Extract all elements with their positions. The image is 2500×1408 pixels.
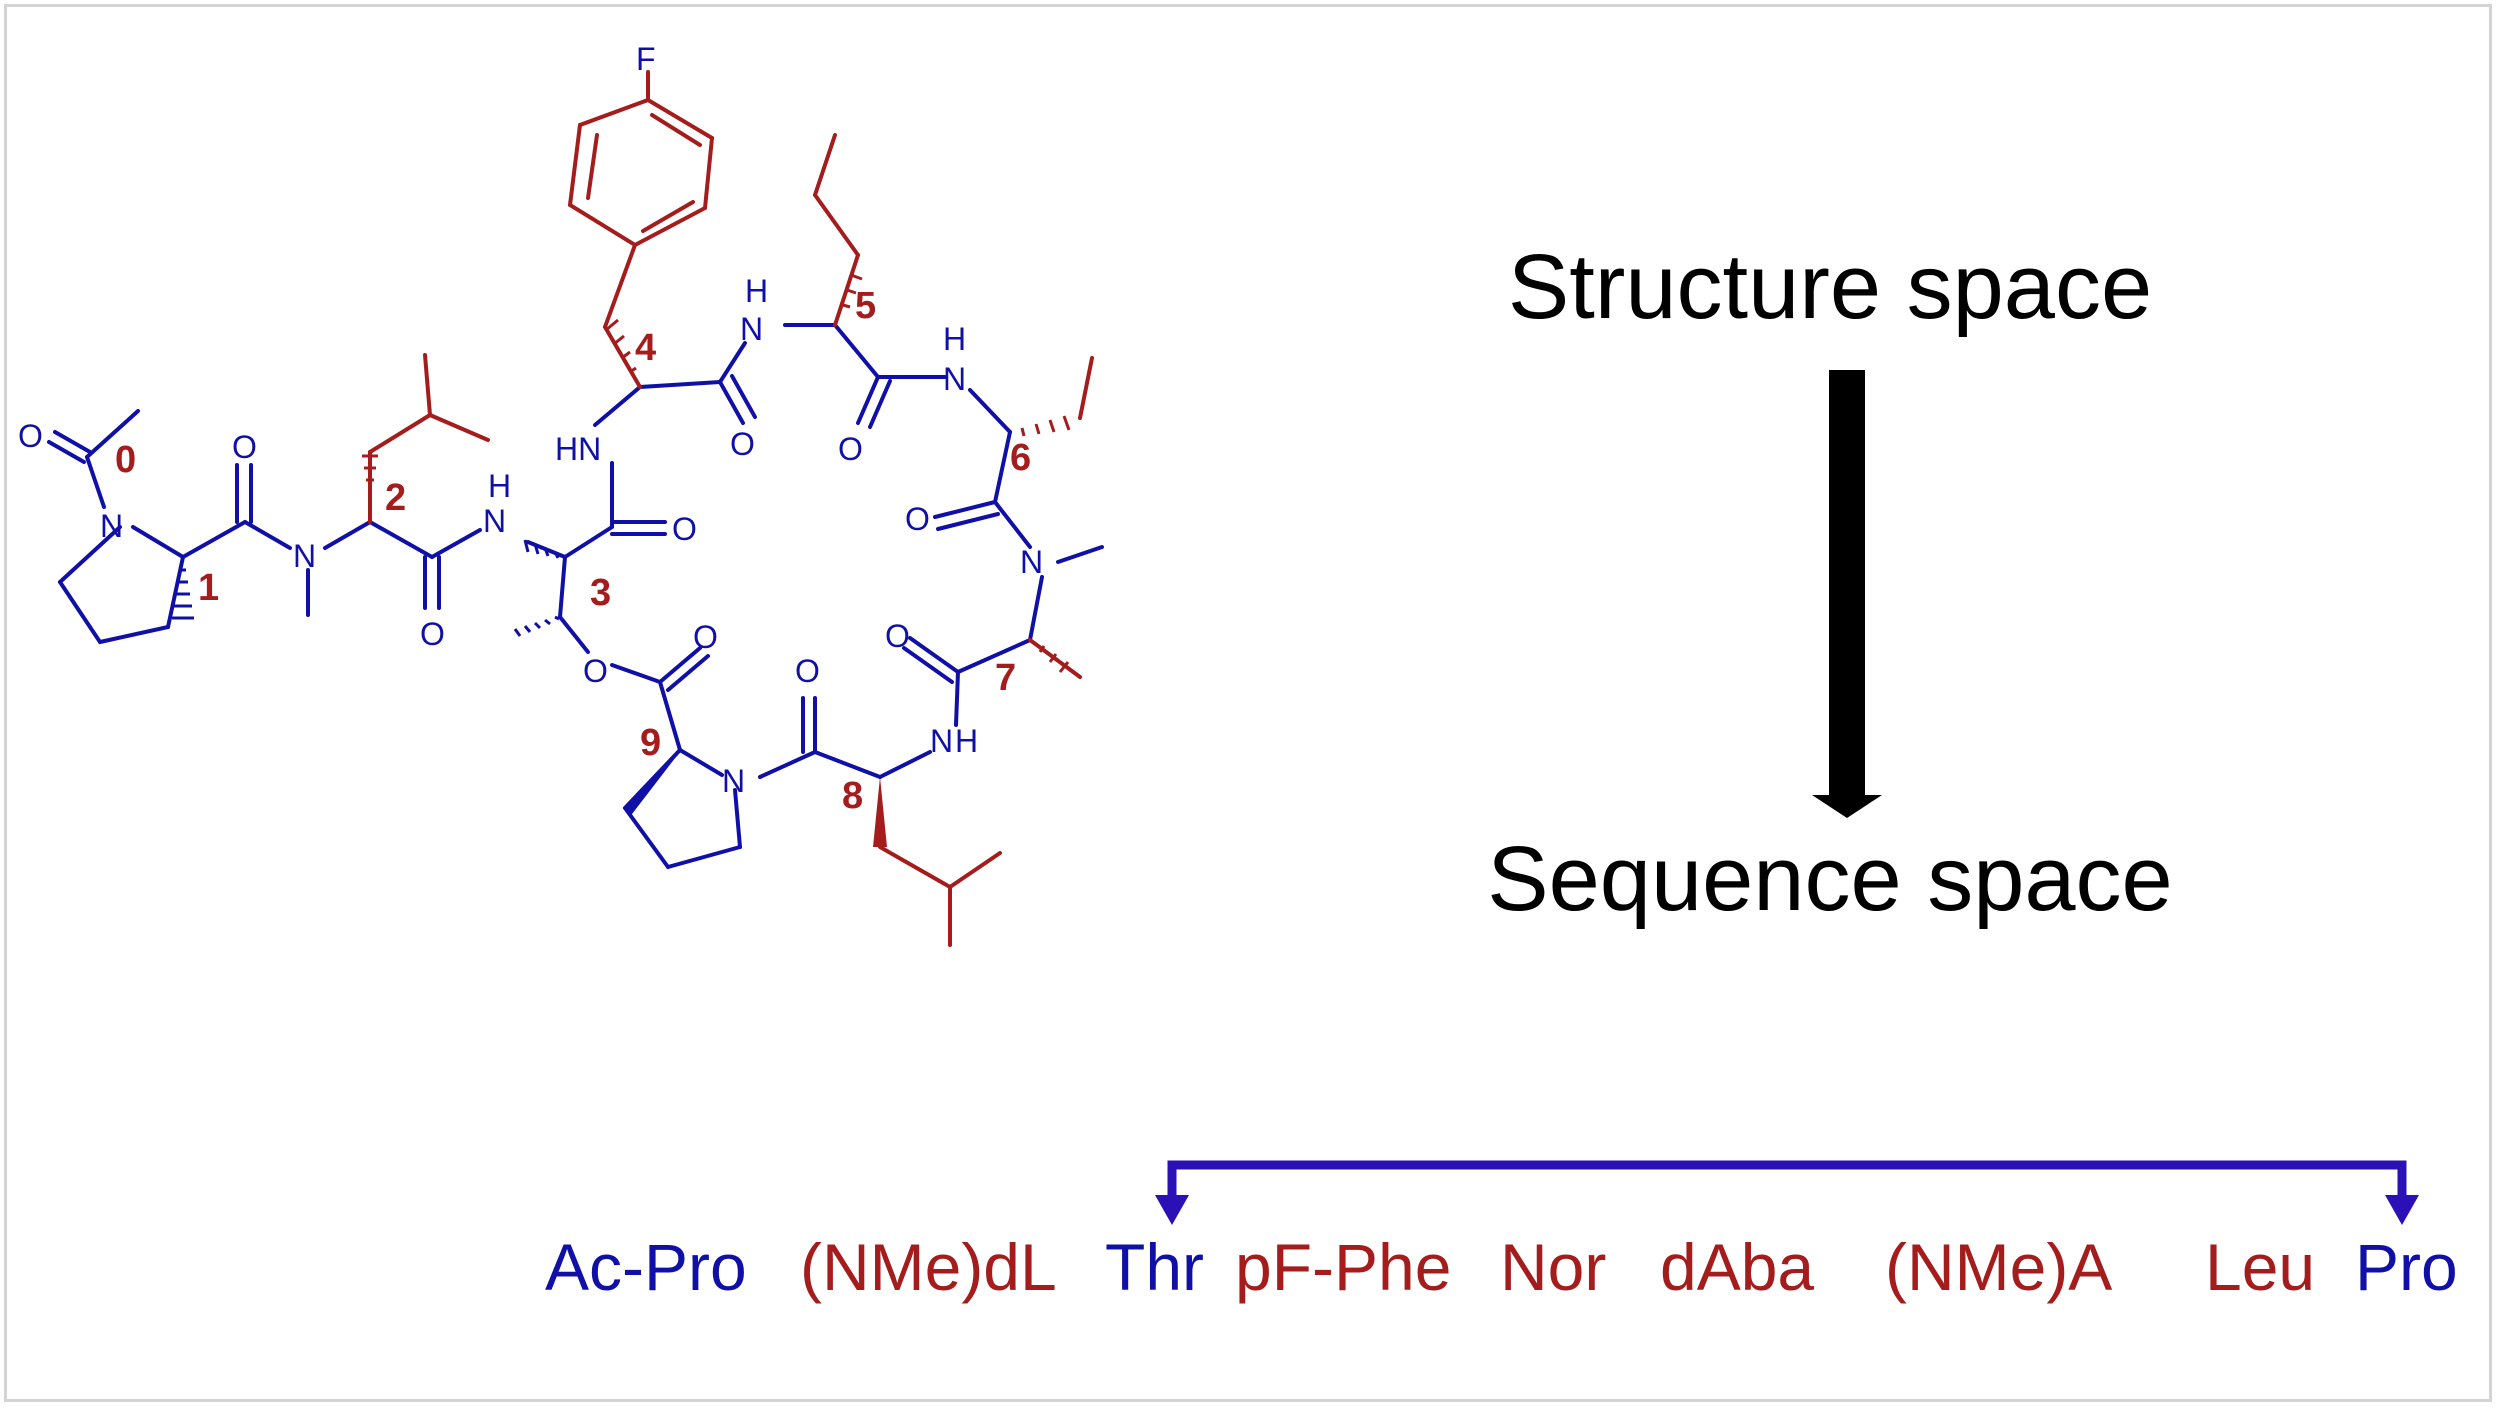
atom-label: H <box>488 468 511 504</box>
residue-number: 6 <box>1010 437 1031 479</box>
atom-label: O <box>672 511 697 547</box>
atom-label: O <box>420 616 445 652</box>
sequence-row: Ac-Pro (NMe)dL Thr pF-Phe Nor dAba (NMe)… <box>545 1230 2458 1304</box>
residue-number: 3 <box>590 572 611 614</box>
atom-label: N <box>1020 544 1043 580</box>
sidechain-bonds <box>362 70 1094 947</box>
sequence-residue: Thr <box>1105 1230 1204 1304</box>
atom-label: HN <box>555 431 601 467</box>
cyclic-peptide-structure: O N O N O H N O HN O H N O H N O N O O O… <box>18 41 1104 947</box>
atom-label: O <box>905 501 930 537</box>
atom-label: O <box>583 653 608 689</box>
cyclization-bracket <box>1155 1160 2419 1225</box>
figure-border <box>4 4 2492 1402</box>
structure-space-heading: Structure space <box>1508 236 2152 338</box>
residue-number: 9 <box>640 722 661 764</box>
residue-number: 7 <box>995 657 1016 699</box>
atom-label: N <box>930 723 953 759</box>
sequence-residue: (NMe)dL <box>800 1230 1057 1304</box>
atom-label: O <box>693 619 718 655</box>
atom-label: H <box>943 321 966 357</box>
sequence-residue: Pro <box>2355 1230 2458 1304</box>
sequence-space-heading: Sequence space <box>1487 828 2172 930</box>
atom-label: N <box>100 508 123 544</box>
residue-number: 4 <box>635 327 656 369</box>
residue-numbers: 0 1 2 3 4 5 6 7 8 9 <box>115 285 1031 817</box>
atom-labels: O N O N O H N O HN O H N O H N O N O O O… <box>18 41 1043 799</box>
atom-label: N <box>293 538 316 574</box>
sequence-residue: Leu <box>2205 1230 2315 1304</box>
atom-label: H <box>955 723 978 759</box>
sequence-residue: Ac-Pro <box>545 1230 747 1304</box>
atom-label: O <box>232 429 257 465</box>
atom-label: N <box>722 763 745 799</box>
atom-label: O <box>18 418 43 454</box>
atom-label: O <box>730 426 755 462</box>
residue-number: 0 <box>115 439 136 481</box>
atom-label: O <box>885 618 910 654</box>
atom-label: N <box>483 503 506 539</box>
atom-label: O <box>795 653 820 689</box>
atom-label: N <box>943 361 966 397</box>
atom-label: O <box>838 431 863 467</box>
residue-number: 1 <box>198 567 219 609</box>
sequence-residue: pF-Phe <box>1235 1230 1451 1304</box>
sequence-residue: Nor <box>1500 1230 1606 1304</box>
residue-number: 5 <box>855 285 876 327</box>
residue-number: 2 <box>385 477 406 519</box>
sequence-residue: (NMe)A <box>1885 1230 2112 1304</box>
residue-number: 8 <box>842 775 863 817</box>
backbone-bonds <box>47 323 1104 869</box>
atom-label: H <box>745 273 768 309</box>
atom-label: N <box>740 311 763 347</box>
atom-label: F <box>636 41 656 77</box>
down-arrow <box>1812 370 1882 818</box>
sequence-residue: dAba <box>1660 1230 1814 1304</box>
